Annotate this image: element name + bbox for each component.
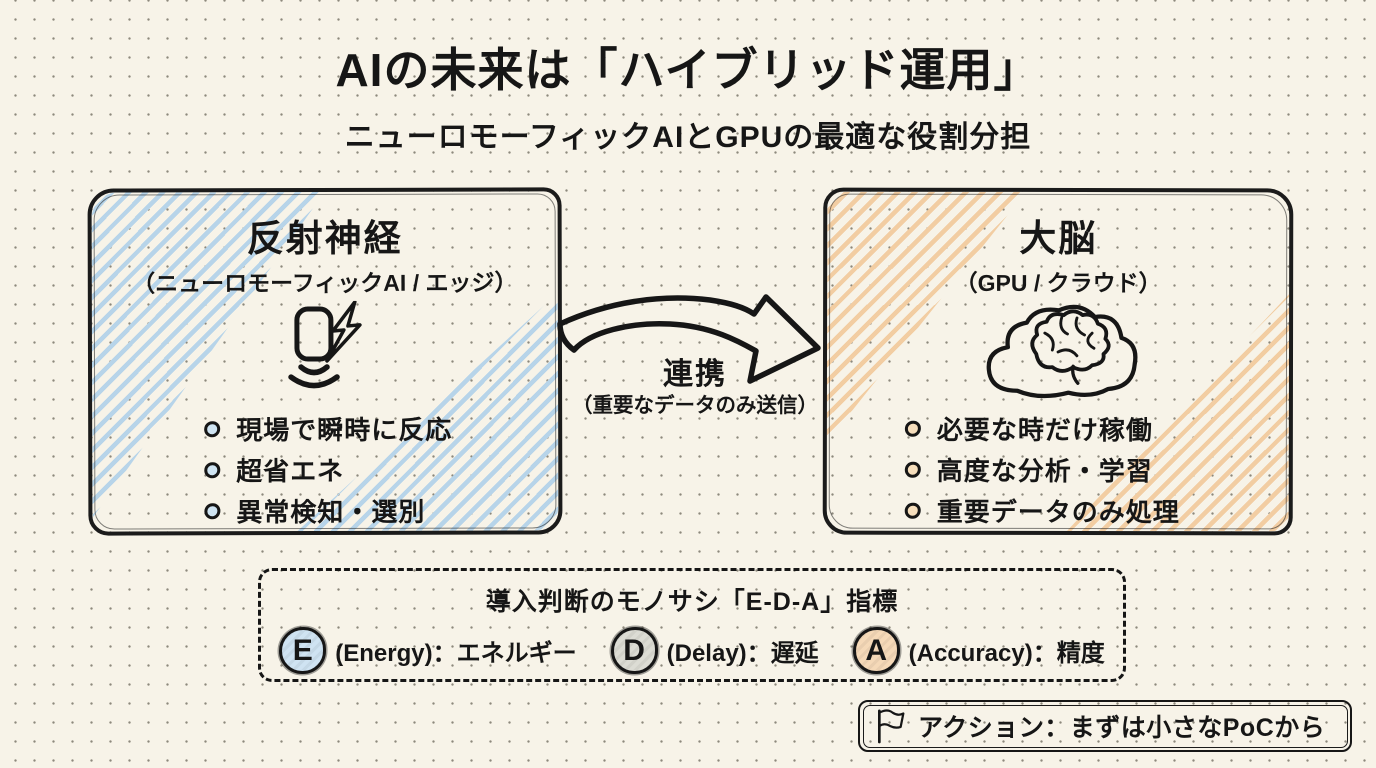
a-badge: A <box>852 627 900 674</box>
list-item: 高度な分析・学習 <box>904 449 1289 491</box>
edge-benefits-list: 現場で瞬時に反応 超省エネ 異常検知・選別 <box>92 407 558 531</box>
eda-metrics-box: 導入判断のモノサシ「E-D-A」指標 E (Energy)：エネルギー D (D… <box>258 568 1126 682</box>
page-title: AIの未来は「ハイブリッド運用」 <box>335 44 1041 96</box>
connector-sublabel: （重要なデータのみ送信） <box>572 394 818 417</box>
connector-label: 連携 <box>663 358 727 391</box>
bullet-text: 異常検知・選別 <box>236 496 426 528</box>
bullet-text: 高度な分析・学習 <box>936 455 1153 487</box>
bullet-text: 超省エネ <box>236 455 345 487</box>
cloud-panel: 大脳 （GPU / クラウド） 必要な時だけ稼働 高度な分析・学習 重要データの… <box>822 187 1294 536</box>
bullet-text: 現場で瞬時に反応 <box>236 414 453 446</box>
bullet-text: 必要な時だけ稼働 <box>936 414 1153 446</box>
list-item: 超省エネ <box>204 448 558 490</box>
connector-arrow-icon <box>557 294 821 384</box>
edge-panel-subtitle: （ニューロモーフィックAI / エッジ） <box>132 269 518 297</box>
metric-label: (Energy)：エネルギー <box>335 640 577 667</box>
list-item: 現場で瞬時に反応 <box>204 407 558 449</box>
eda-metrics-title: 導入判断のモノサシ「E-D-A」指標 <box>485 588 899 616</box>
edge-panel-title: 反射神経 <box>246 217 403 260</box>
d-badge: D <box>610 627 658 674</box>
lightning-icon <box>325 300 362 363</box>
cloud-panel-title: 大脳 <box>1019 217 1098 260</box>
bullet-circle-icon <box>904 420 921 437</box>
sensor-lightning-icon <box>288 300 362 389</box>
bullet-circle-icon <box>204 420 221 437</box>
list-item: 重要データのみ処理 <box>904 490 1289 532</box>
bullet-text: 重要データのみ処理 <box>936 496 1180 528</box>
metric-delay: D (Delay)：遅延 <box>610 627 819 674</box>
page-subtitle: ニューロモーフィックAIとGPUの最適な役割分担 <box>344 121 1032 154</box>
list-item: 異常検知・選別 <box>204 489 558 531</box>
bullet-circle-icon <box>204 461 221 478</box>
metric-energy: E (Energy)：エネルギー <box>279 627 577 674</box>
action-label: アクション：まずは小さなPoCから <box>918 714 1326 742</box>
metric-label: (Accuracy)：精度 <box>908 640 1105 667</box>
bullet-circle-icon <box>904 502 921 519</box>
cloud-brain-icon <box>986 304 1138 399</box>
e-badge: E <box>279 627 327 674</box>
edge-panel: 反射神経 （ニューロモーフィックAI / エッジ） <box>87 187 563 536</box>
metric-accuracy: A (Accuracy)：精度 <box>852 627 1105 674</box>
action-banner: アクション：まずは小さなPoCから <box>858 700 1352 752</box>
flag-icon <box>878 709 905 744</box>
list-item: 必要な時だけ稼働 <box>904 408 1289 450</box>
bullet-circle-icon <box>204 502 221 519</box>
metric-label: (Delay)：遅延 <box>666 640 819 667</box>
cloud-benefits-list: 必要な時だけ稼働 高度な分析・学習 重要データのみ処理 <box>827 408 1289 532</box>
cloud-panel-subtitle: （GPU / クラウド） <box>954 269 1162 297</box>
bullet-circle-icon <box>904 461 921 478</box>
